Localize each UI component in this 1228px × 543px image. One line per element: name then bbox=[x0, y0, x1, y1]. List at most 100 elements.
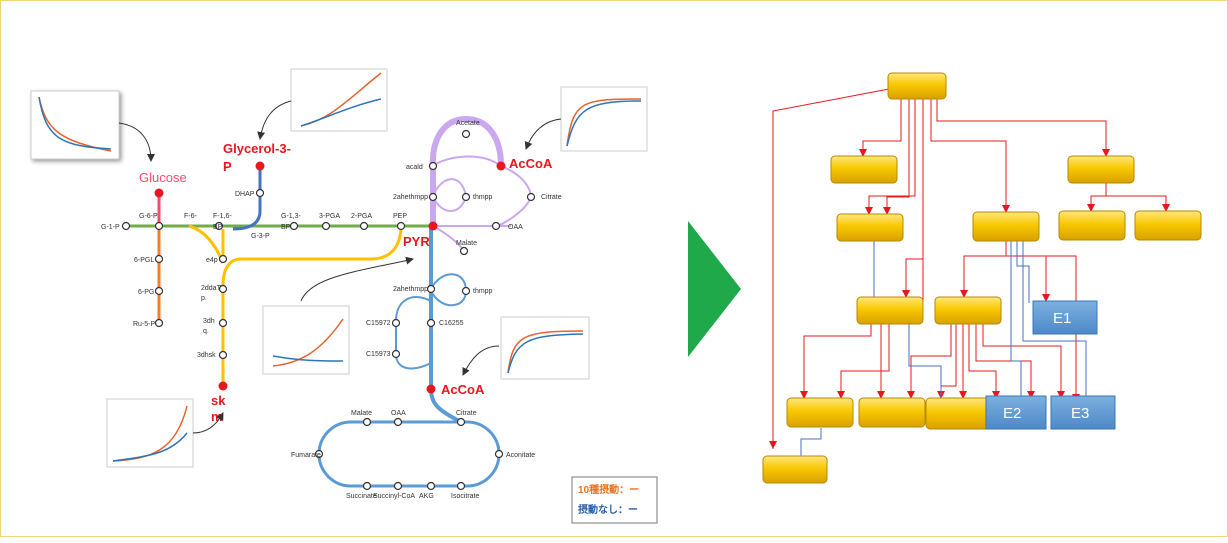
metabolite-label: 3dh bbox=[203, 318, 215, 325]
plot-accoa-top bbox=[560, 86, 648, 152]
metabolite-node bbox=[428, 161, 438, 171]
metabolite-label: Ru-5-P bbox=[133, 321, 156, 328]
metabolite-label: Citrate bbox=[456, 410, 477, 417]
plot-glucose bbox=[30, 90, 120, 160]
metabolite-node bbox=[494, 449, 504, 459]
effector-e3-label: E3 bbox=[1071, 405, 1089, 422]
metabolite-node bbox=[255, 188, 265, 198]
plot-accoa-bottom bbox=[500, 316, 590, 380]
metabolite-node bbox=[491, 221, 501, 231]
metabolite-node bbox=[154, 254, 164, 264]
metabolite-node bbox=[461, 192, 471, 202]
metabolite-label: 3dhsk bbox=[197, 352, 216, 359]
metabolite-label: G-1,3- bbox=[281, 213, 302, 220]
metabolite-label: Succinyl-CoA bbox=[373, 493, 415, 500]
metabolite-label: G-1-P bbox=[101, 224, 120, 231]
metabolite-label: 2ahethmpp bbox=[393, 194, 428, 201]
metabolite-node bbox=[526, 192, 536, 202]
node-l2-right bbox=[1067, 155, 1135, 184]
node-l3-a bbox=[836, 213, 904, 242]
metabolite-label: AKG bbox=[419, 493, 434, 500]
metabolite-label: acald bbox=[406, 164, 423, 171]
metabolite-label: Succinate bbox=[346, 493, 377, 500]
metabolite-node bbox=[314, 449, 324, 459]
effector-e1-label: E1 bbox=[1053, 310, 1071, 327]
thmpp-loop-top bbox=[432, 178, 468, 212]
key-metabolite-node bbox=[255, 161, 265, 171]
metabolite-node bbox=[393, 417, 403, 427]
metabolite-node bbox=[428, 192, 438, 202]
metabolite-label: 2ddaT bbox=[201, 285, 222, 292]
key-metabolite-node bbox=[218, 381, 228, 391]
node-l5-a bbox=[786, 397, 854, 428]
metabolite-label: BP bbox=[213, 224, 223, 231]
transition-arrow bbox=[688, 221, 741, 357]
metabolite-node bbox=[154, 286, 164, 296]
metabolite-label: p. bbox=[201, 295, 207, 302]
metabolite-node bbox=[289, 221, 299, 231]
plot-glycerol bbox=[290, 68, 388, 132]
effector-e2-label: E2 bbox=[1003, 405, 1021, 422]
node-l6 bbox=[762, 455, 828, 484]
metabolite-label: DHAP bbox=[235, 191, 255, 198]
accoa-label-bottom: AcCoA bbox=[441, 382, 485, 397]
effector-e1 bbox=[1032, 300, 1098, 335]
plot-skm bbox=[106, 398, 194, 468]
metabolite-node bbox=[461, 286, 471, 296]
metabolite-label: Isocitrate bbox=[451, 493, 480, 500]
metabolite-node bbox=[321, 221, 331, 231]
node-l3-c bbox=[1058, 210, 1126, 241]
metabolite-node bbox=[218, 350, 228, 360]
effector-e3 bbox=[1050, 395, 1116, 430]
metabolite-node bbox=[461, 129, 471, 139]
node-l4-b bbox=[934, 296, 1002, 325]
glycerol-branch bbox=[232, 166, 262, 231]
metabolite-node bbox=[426, 481, 436, 491]
metabolite-label: G-3-P bbox=[251, 233, 270, 240]
metabolite-label: 3-PGA bbox=[319, 213, 340, 220]
metabolite-node bbox=[391, 349, 401, 359]
metabolite-label: Fumarate bbox=[291, 452, 321, 459]
acetate-loop bbox=[429, 115, 504, 170]
metabolite-node bbox=[154, 318, 164, 328]
metabolite-label: BP bbox=[281, 224, 291, 231]
hub-node-top bbox=[887, 72, 947, 100]
metabolite-label: F-1,6- bbox=[213, 213, 232, 220]
node-l3-b bbox=[972, 211, 1040, 242]
metabolite-label: PEP bbox=[393, 213, 407, 220]
glycerol-label-1: Glycerol-3- bbox=[223, 141, 291, 156]
plot-pyr bbox=[262, 305, 350, 375]
skm-label-1: sk bbox=[211, 393, 226, 408]
metabolite-label: Citrate bbox=[541, 194, 562, 201]
metabolite-label: C16255 bbox=[439, 320, 464, 327]
key-metabolite-node bbox=[496, 161, 506, 171]
accoa-label-top: AcCoA bbox=[509, 156, 553, 171]
metabolite-node bbox=[456, 417, 466, 427]
hierarchy-diagram: E1 E2 E3 bbox=[762, 72, 1202, 484]
metabolite-label: Aconitate bbox=[506, 452, 535, 459]
glycerol-label-2: P bbox=[223, 159, 232, 174]
effector-e2 bbox=[985, 395, 1047, 430]
shikimate-line bbox=[221, 225, 403, 386]
metabolite-label: C15972 bbox=[366, 320, 391, 327]
node-l4-a bbox=[856, 296, 924, 325]
legend-unperturbed: 摂動なし：ー bbox=[578, 503, 638, 516]
metabolite-label: G-6-P bbox=[139, 213, 158, 220]
key-metabolite-node bbox=[428, 221, 438, 231]
metabolite-label: e4p bbox=[206, 257, 218, 264]
glucose-label: Glucose bbox=[139, 170, 187, 185]
metabolite-node bbox=[154, 221, 164, 231]
pyr-label: PYR bbox=[403, 234, 430, 249]
node-l3-d bbox=[1134, 210, 1202, 241]
metabolite-node bbox=[218, 254, 228, 264]
metabolite-node bbox=[359, 221, 369, 231]
metabolite-node bbox=[396, 221, 406, 231]
key-metabolite-node bbox=[426, 384, 436, 394]
metabolite-node bbox=[214, 221, 224, 231]
metabolite-label: 2ahethmpp bbox=[393, 286, 428, 293]
metabolite-label: C15973 bbox=[366, 351, 391, 358]
metabolite-label: F-6- bbox=[184, 213, 198, 220]
metabolite-label: Malate bbox=[456, 240, 477, 247]
